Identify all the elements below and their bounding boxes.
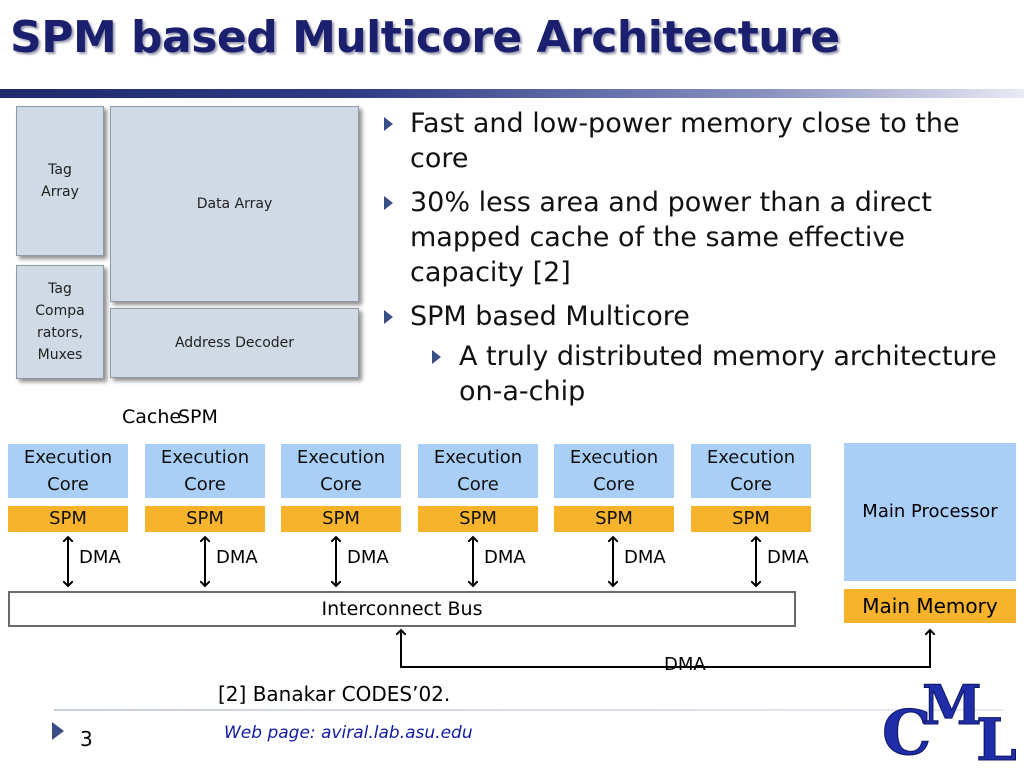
tag-comparators-label: Tag Compa rators, Muxes (35, 281, 85, 363)
slide-number: 3 (80, 727, 93, 751)
tag-comparators-block: Tag Compa rators, Muxes (16, 265, 104, 379)
spm-block: SPM (554, 506, 674, 532)
dma-label: DMA (216, 547, 258, 568)
bullet-item: SPM based Multicore (384, 299, 1014, 334)
sub-bullet-item: A truly distributed memory architecture … (384, 339, 1014, 409)
cml-logo: C M L (882, 676, 1018, 764)
slide-title: SPM based Multicore Architecture (10, 12, 840, 63)
cache-caption: Cache (122, 406, 182, 428)
data-array-label: Data Array (196, 196, 273, 212)
bullet-arrow-icon (384, 117, 393, 131)
bullet-item: 30% less area and power than a direct ma… (384, 185, 1014, 290)
execution-core: Execution Core (281, 444, 401, 498)
spm-block: SPM (418, 506, 538, 532)
interconnect-bus: Interconnect Bus (8, 591, 796, 627)
bullet-list: Fast and low-power memory close to the c… (384, 106, 1014, 418)
execution-core: Execution Core (145, 444, 265, 498)
spm-block: SPM (8, 506, 128, 532)
svg-text:L: L (976, 706, 1017, 764)
execution-core: Execution Core (691, 444, 811, 498)
execution-core: Execution Core (554, 444, 674, 498)
svg-text:M: M (922, 676, 982, 737)
reference-citation: [2] Banakar CODES’02. (218, 682, 451, 706)
data-array-block: Data Array (110, 106, 359, 302)
dma-label: DMA (767, 547, 809, 568)
dma-label: DMA (347, 547, 389, 568)
svg-text:C: C (882, 696, 931, 764)
spm-caption: SPM (178, 406, 218, 428)
address-decoder-label: Address Decoder (174, 335, 295, 351)
dma-label: DMA (79, 547, 121, 568)
main-processor-block: Main Processor (844, 443, 1016, 581)
bullet-item: Fast and low-power memory close to the c… (384, 106, 1014, 176)
tag-array-label: Tag Array (41, 162, 79, 200)
footer-arrow-icon (52, 722, 64, 740)
main-memory-block: Main Memory (844, 589, 1016, 623)
bullet-arrow-icon (432, 350, 441, 364)
spm-block: SPM (281, 506, 401, 532)
web-page-link[interactable]: Web page: aviral.lab.asu.edu (224, 723, 473, 743)
tag-array-block: Tag Array (16, 106, 104, 256)
title-underline (0, 89, 1024, 98)
spm-block: SPM (145, 506, 265, 532)
execution-core: Execution Core (8, 444, 128, 498)
dma-label: DMA (484, 547, 526, 568)
bullet-arrow-icon (384, 196, 393, 210)
bullet-arrow-icon (384, 310, 393, 324)
address-decoder-block: Address Decoder (110, 308, 359, 378)
dma-label: DMA (624, 547, 666, 568)
bottom-dma-label: DMA (664, 654, 706, 675)
spm-block: SPM (691, 506, 811, 532)
execution-core: Execution Core (418, 444, 538, 498)
footer-divider (54, 709, 1004, 711)
bus-memory-connection (401, 630, 930, 668)
